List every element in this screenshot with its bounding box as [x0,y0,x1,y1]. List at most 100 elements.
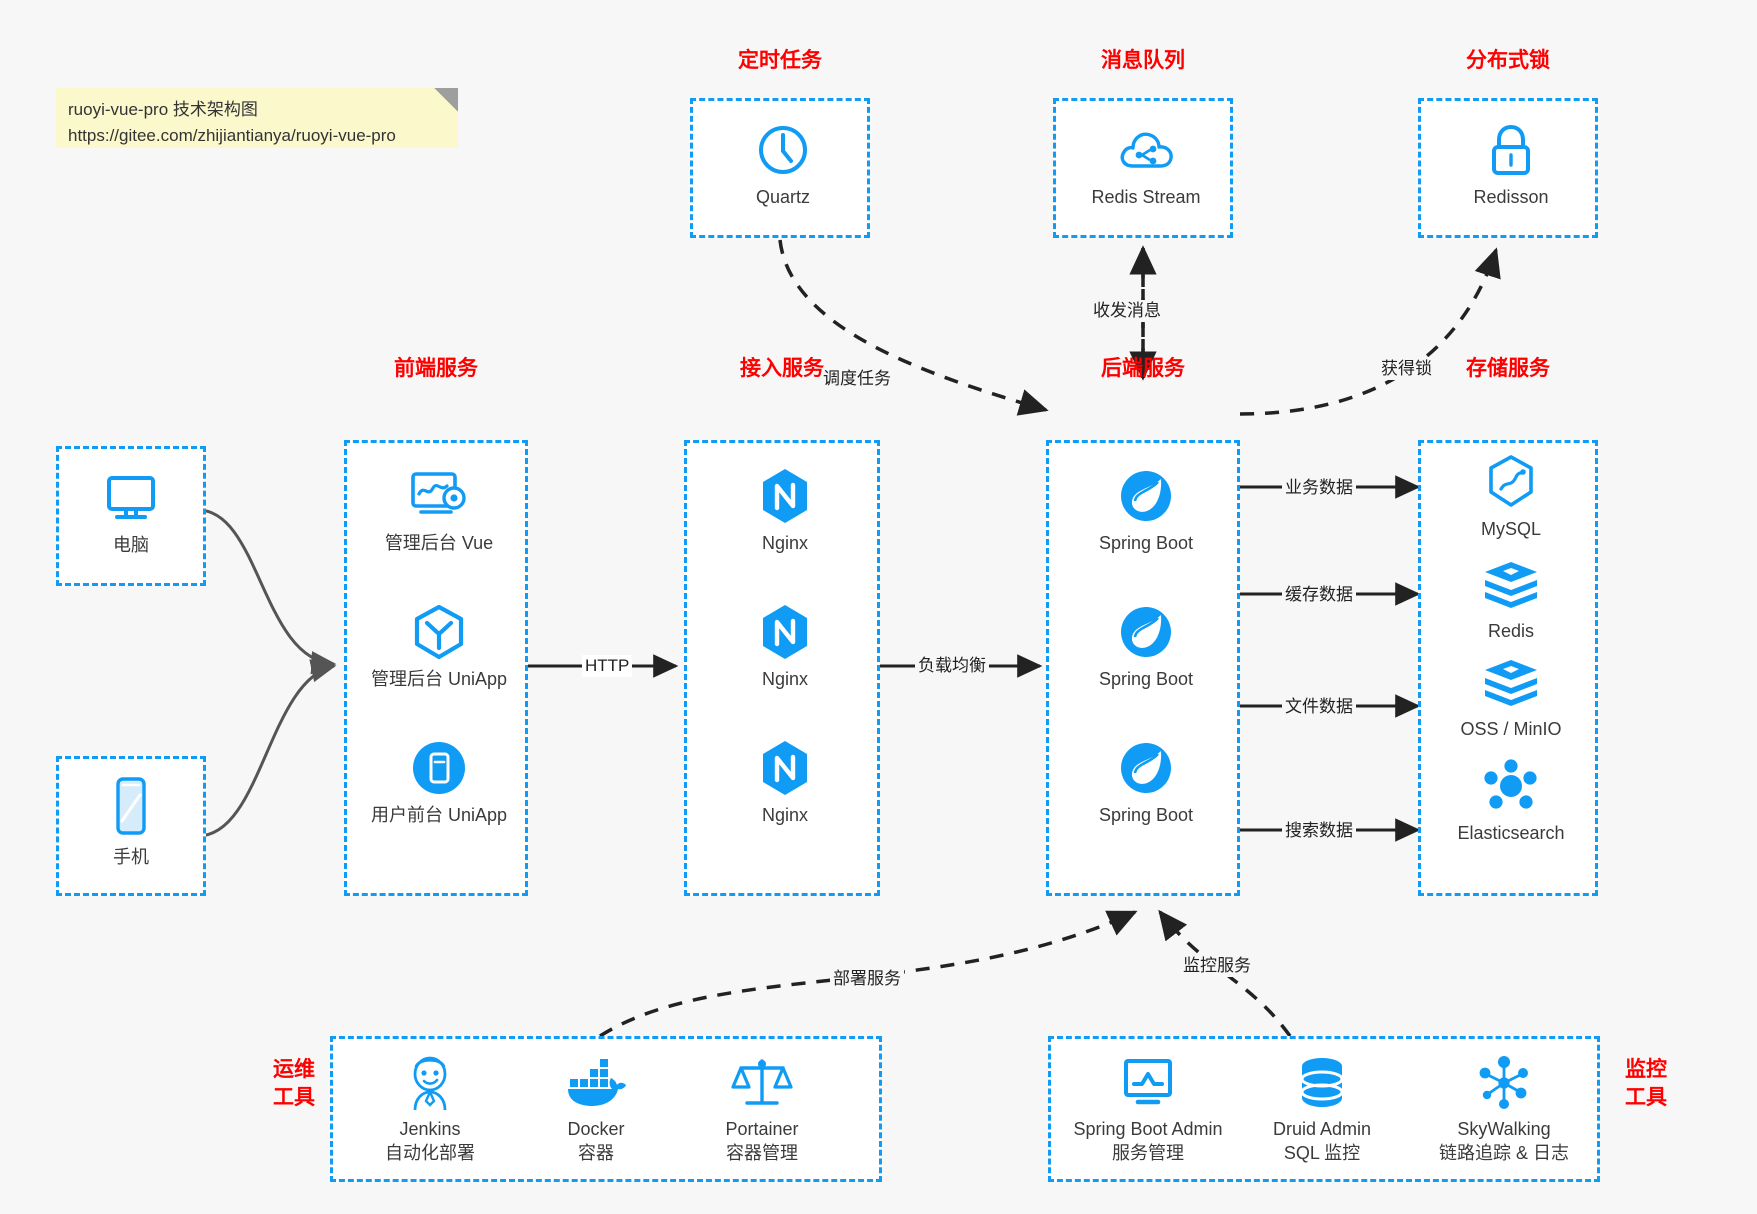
spring-icon [1071,601,1221,663]
group-title-lock: 分布式锁 [1466,49,1550,72]
note-fold-icon [434,88,458,112]
node-nginx-3[interactable]: Nginx [710,737,860,827]
node-pc[interactable]: 电脑 [59,467,203,557]
node-admin-uniapp[interactable]: 管理后台 UniApp [364,601,514,691]
node-sublabel: 容器管理 [726,1143,798,1163]
node-nginx-2[interactable]: Nginx [710,601,860,691]
node-oss-minio[interactable]: OSS / MinIO [1436,651,1586,741]
group-title-gateway: 接入服务 [740,357,824,380]
node-sublabel: 链路追踪 & 日志 [1438,1143,1569,1163]
node-portainer[interactable]: Portainer 容器管理 [687,1053,837,1165]
node-spring-boot-3[interactable]: Spring Boot [1071,737,1221,827]
redis-icon [1436,553,1586,615]
lock-icon [1436,119,1586,181]
group-box-monitor: Spring Boot Admin 服务管理 Druid Admin SQL 监… [1048,1036,1600,1182]
node-label: Spring Boot [1098,669,1194,689]
group-title-frontend: 前端服务 [394,357,478,380]
group-title-devops-line1: 运维 [273,1058,315,1081]
node-jenkins[interactable]: Jenkins 自动化部署 [355,1053,505,1165]
group-box-mq: Redis Stream [1053,98,1233,238]
note-line-2: https://gitee.com/zhijiantianya/ruoyi-vu… [68,126,396,145]
group-box-gateway: Nginx Nginx Nginx [684,440,880,896]
node-label: 用户前台 UniApp [370,805,508,825]
edge-label-business-data: 业务数据 [1282,477,1356,499]
node-label: 管理后台 UniApp [370,669,508,689]
edge-label-monitor-service: 监控服务 [1180,955,1254,977]
node-redis-stream[interactable]: Redis Stream [1071,119,1221,209]
edge-label-http: HTTP [582,655,633,677]
group-box-phone: 手机 [56,756,206,896]
node-nginx-1[interactable]: Nginx [710,465,860,555]
group-box-devops: Jenkins 自动化部署 Docker 容器 [330,1036,882,1182]
node-label: Jenkins [399,1119,461,1139]
dashboard-gear-icon [364,465,514,527]
node-label: SkyWalking [1457,1119,1551,1139]
node-label: Druid Admin [1272,1119,1372,1139]
docker-icon [521,1053,671,1113]
group-title-storage: 存储服务 [1466,357,1550,380]
node-redis[interactable]: Redis [1436,553,1586,643]
scales-icon [687,1053,837,1113]
edge-label-send-receive-msg: 收发消息 [1090,300,1164,322]
node-skywalking[interactable]: SkyWalking 链路追踪 & 日志 [1419,1053,1589,1165]
node-label: 手机 [113,847,149,867]
oss-icon [1436,651,1586,713]
node-redisson[interactable]: Redisson [1436,119,1586,209]
node-quartz[interactable]: Quartz [708,119,858,209]
node-label: Quartz [755,187,811,207]
node-label: 电脑 [113,535,149,555]
nginx-icon [710,737,860,799]
edge-label-deploy-service: 部署服务 [830,968,904,990]
node-label: Nginx [761,805,809,825]
group-title-monitor-line2: 工具 [1625,1086,1667,1109]
group-box-scheduler: Quartz [690,98,870,238]
group-title-monitor-line1: 监控 [1625,1058,1667,1081]
diagram-note: ruoyi-vue-pro 技术架构图 https://gitee.com/zh… [56,88,458,148]
node-label: Nginx [761,669,809,689]
group-box-pc: 电脑 [56,446,206,586]
node-docker[interactable]: Docker 容器 [521,1053,671,1165]
node-label: Spring Boot [1098,805,1194,825]
group-box-storage: MySQL Redis OS [1418,440,1598,896]
nginx-icon [710,465,860,527]
edge-label-file-data: 文件数据 [1282,696,1356,718]
node-admin-vue[interactable]: 管理后台 Vue [364,465,514,555]
node-spring-boot-1[interactable]: Spring Boot [1071,465,1221,555]
group-title-scheduler: 定时任务 [738,49,822,72]
node-spring-boot-admin[interactable]: Spring Boot Admin 服务管理 [1065,1053,1231,1165]
spring-icon [1071,465,1221,527]
clock-icon [708,119,858,181]
node-label: Redis Stream [1091,187,1201,207]
mobile-icon [59,773,203,841]
group-title-monitor: 监控 工具 [1608,1056,1684,1112]
group-title-backend: 后端服务 [1101,357,1185,380]
group-title-devops-line2: 工具 [273,1086,315,1109]
group-title-mq: 消息队列 [1101,49,1185,72]
node-sublabel: SQL 监控 [1283,1143,1361,1163]
node-user-uniapp[interactable]: 用户前台 UniApp [364,737,514,827]
node-label: Redisson [1473,187,1549,207]
database-icon [1247,1053,1397,1113]
note-line-1: ruoyi-vue-pro 技术架构图 [68,100,258,119]
edge-label-cache-data: 缓存数据 [1282,584,1356,606]
node-elasticsearch[interactable]: Elasticsearch [1436,755,1586,845]
edge-label-acquire-lock: 获得锁 [1378,358,1435,380]
node-phone[interactable]: 手机 [59,773,203,869]
node-mysql[interactable]: MySQL [1436,451,1586,541]
monitor-chart-icon [1065,1053,1231,1113]
node-druid-admin[interactable]: Druid Admin SQL 监控 [1247,1053,1397,1165]
cube-icon [364,601,514,663]
node-spring-boot-2[interactable]: Spring Boot [1071,601,1221,691]
jenkins-icon [355,1053,505,1113]
group-box-lock: Redisson [1418,98,1598,238]
node-sublabel: 自动化部署 [385,1143,475,1163]
node-label: Spring Boot [1098,533,1194,553]
node-label: MySQL [1480,519,1541,539]
node-label: Redis [1487,621,1535,641]
group-box-frontend: 管理后台 Vue 管理后台 UniApp 用户前台 UniApp [344,440,528,896]
node-sublabel: 容器 [578,1143,614,1163]
app-icon [364,737,514,799]
desktop-icon [59,467,203,529]
elasticsearch-icon [1436,755,1586,817]
